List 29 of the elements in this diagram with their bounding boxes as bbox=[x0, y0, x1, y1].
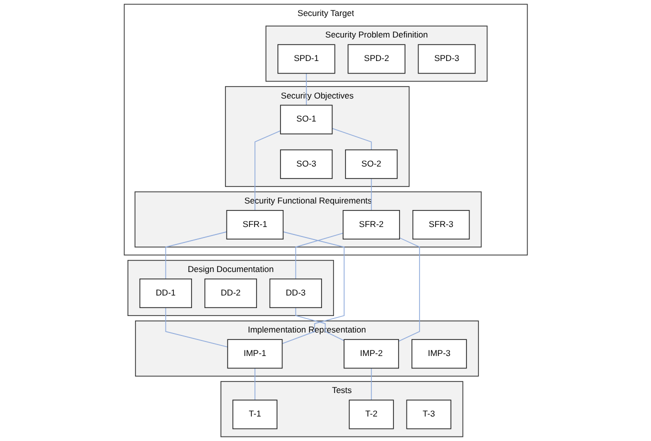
node-box: DD-2 bbox=[204, 278, 257, 308]
connector bbox=[295, 307, 344, 342]
node-box: T-2 bbox=[348, 400, 394, 430]
node-box: SPD-3 bbox=[418, 44, 476, 74]
node-box: T-3 bbox=[406, 400, 451, 430]
node-box: IMP-3 bbox=[411, 339, 467, 369]
node-box: SO-2 bbox=[344, 149, 398, 179]
connector bbox=[370, 178, 372, 211]
node-box: DD-1 bbox=[139, 278, 192, 308]
node-box: SO-1 bbox=[280, 104, 332, 134]
connector bbox=[165, 231, 227, 280]
connector bbox=[332, 128, 372, 150]
node-box: T-1 bbox=[232, 400, 278, 430]
node-box: IMP-1 bbox=[226, 339, 282, 369]
connector bbox=[282, 231, 344, 344]
node-box: DD-3 bbox=[269, 278, 322, 308]
node-box: SFR-1 bbox=[226, 210, 284, 240]
node-box: IMP-2 bbox=[343, 339, 399, 369]
connector bbox=[295, 232, 344, 280]
node-box: SPD-1 bbox=[277, 44, 335, 74]
node-box: SPD-2 bbox=[347, 44, 406, 74]
connector bbox=[398, 237, 420, 342]
node-box: SFR-3 bbox=[412, 210, 470, 240]
connector bbox=[254, 368, 256, 400]
connector bbox=[254, 130, 281, 211]
node-box: SO-3 bbox=[280, 149, 332, 179]
connector bbox=[165, 307, 228, 348]
node-box: SFR-2 bbox=[342, 210, 400, 240]
connector bbox=[370, 368, 372, 400]
